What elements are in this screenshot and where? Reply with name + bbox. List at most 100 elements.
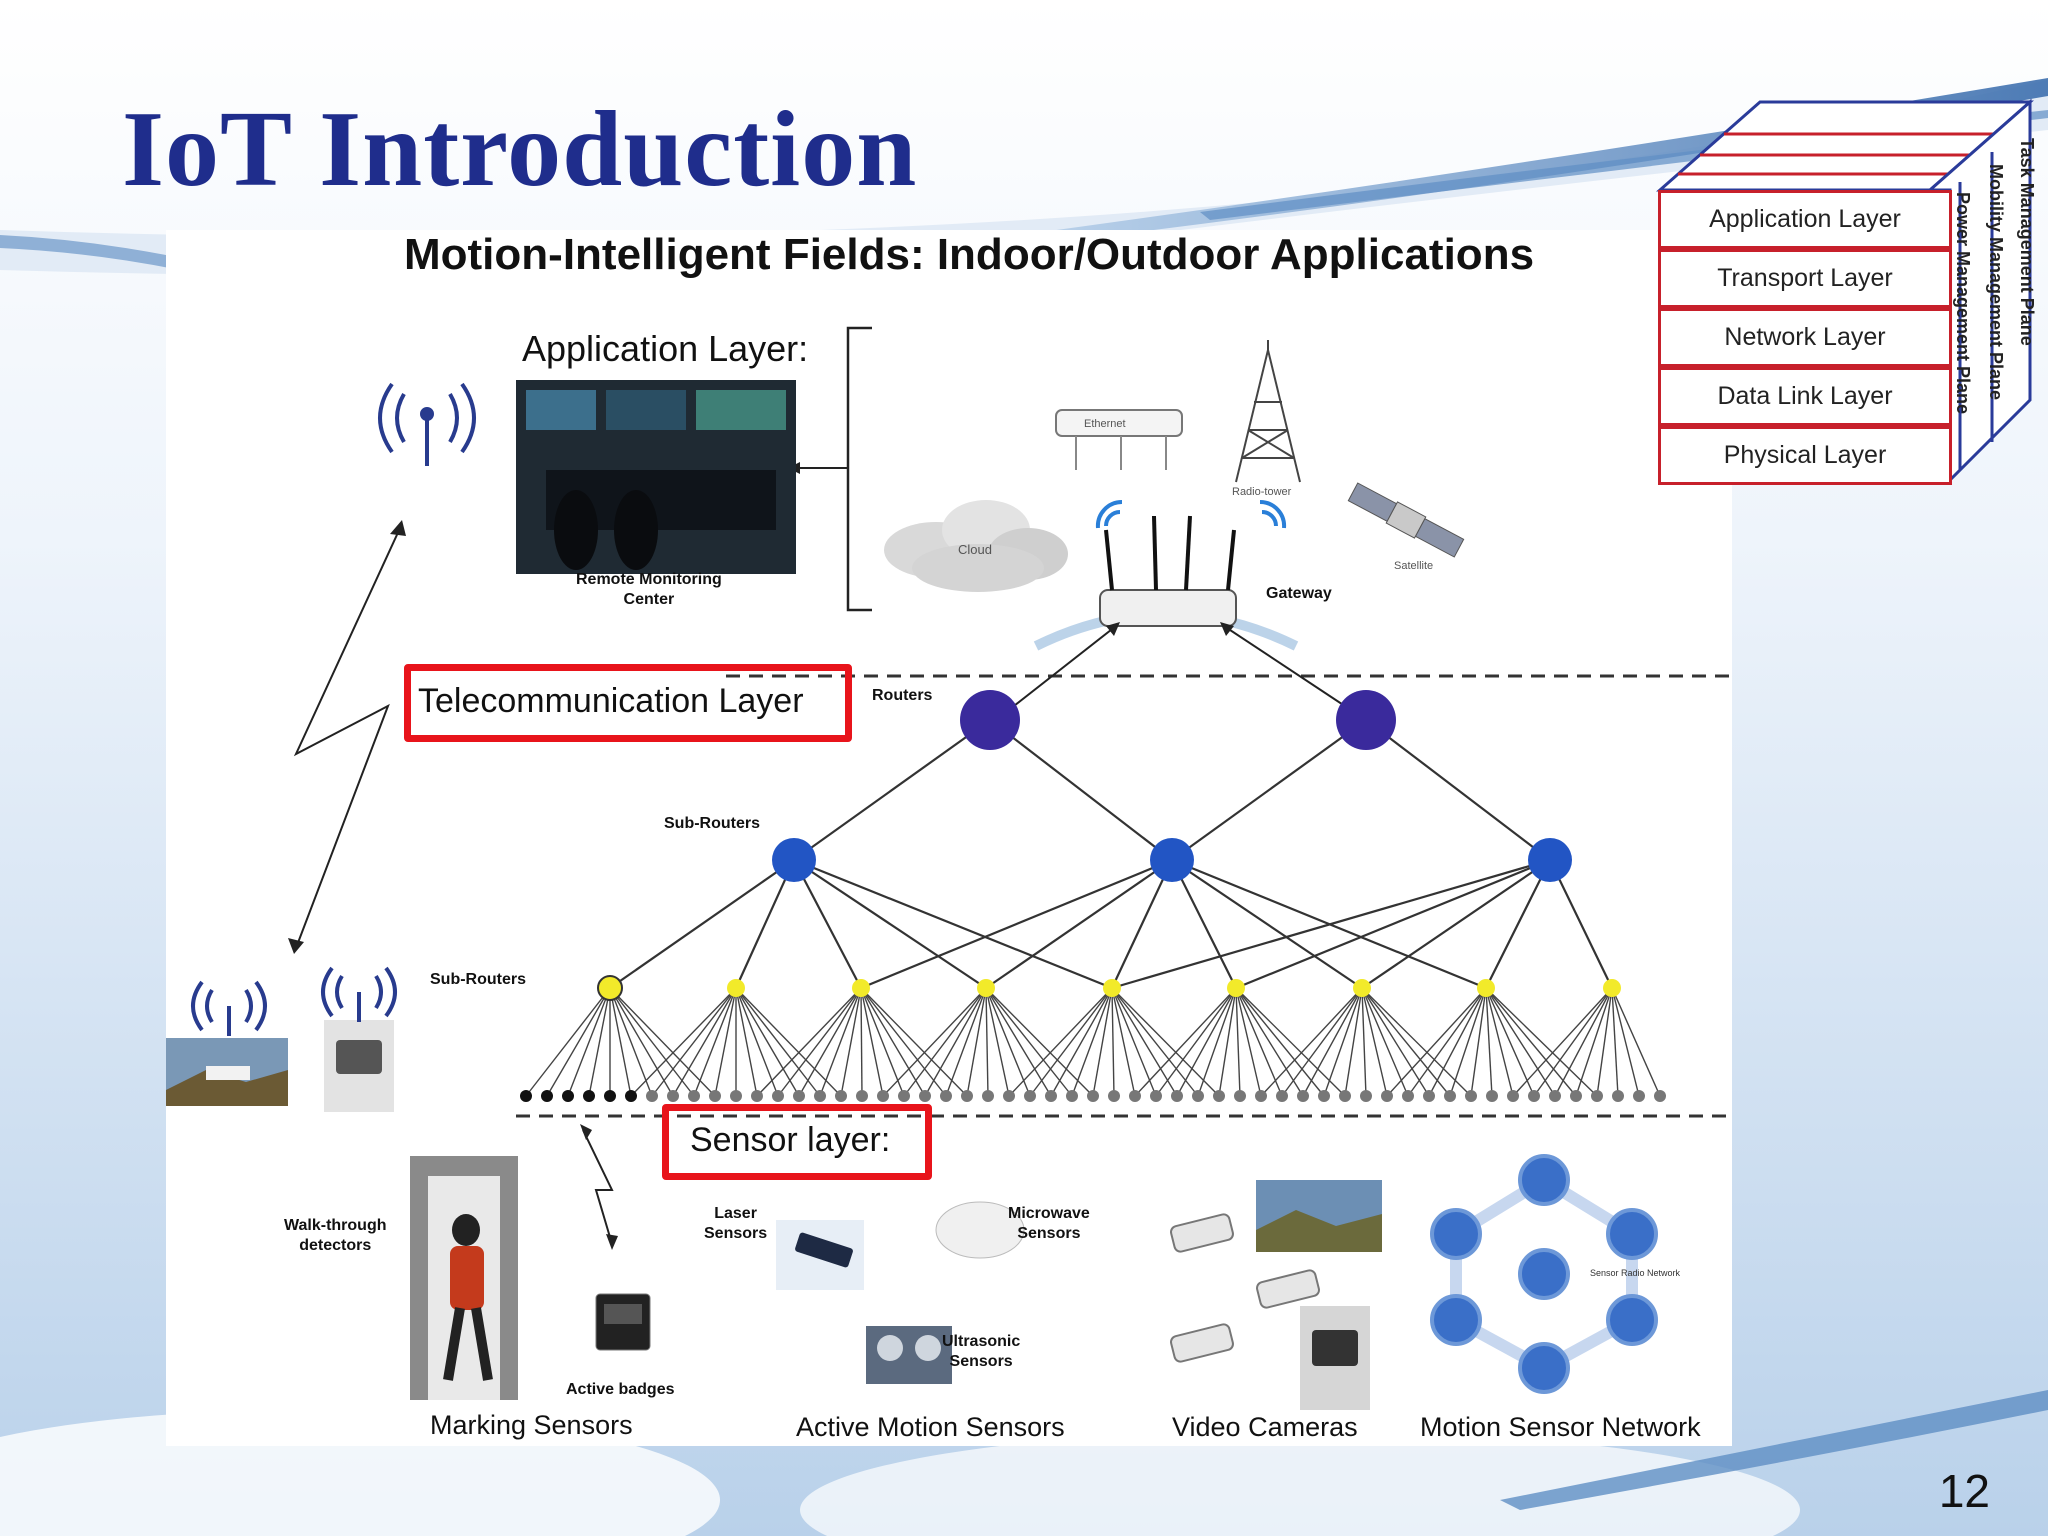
sensor-link — [966, 987, 987, 1097]
sensor-link — [1611, 987, 1661, 1097]
diagram-panel: Motion-Intelligent Fields: Indoor/Outdoo… — [166, 230, 1732, 1446]
plane-power-management: Power Management Plane — [1953, 192, 1973, 415]
sensor-node — [814, 1090, 826, 1102]
sensor-link — [735, 987, 821, 1097]
sensor-link — [1407, 987, 1487, 1097]
remote-monitoring-label: Remote Monitoring Center — [576, 571, 722, 608]
sensor-node — [751, 1090, 763, 1102]
sensor-link — [1485, 987, 1577, 1097]
sensor-link — [1470, 987, 1487, 1097]
sensor-link — [1111, 987, 1136, 1097]
walk-through-detector-icon — [410, 1156, 518, 1400]
sensor-link — [924, 987, 987, 1097]
stack-layer-application: Application Layer — [1658, 190, 1952, 249]
sensor-node — [940, 1090, 952, 1102]
sensor-link — [1361, 987, 1367, 1097]
sensor-link — [735, 987, 800, 1097]
sensor-link — [1361, 987, 1430, 1097]
sub-router-node — [1353, 979, 1371, 997]
sensor-link — [945, 987, 987, 1097]
motion-sensor-network-graph — [1430, 1154, 1658, 1394]
router-icon — [1033, 515, 1299, 651]
sensor-link — [1386, 987, 1487, 1097]
active-badges-label: Active badges — [566, 1381, 675, 1398]
sensor-link — [1485, 987, 1514, 1097]
gateway-label: Gateway — [1266, 585, 1332, 602]
sensor-link — [860, 987, 947, 1097]
sensor-link — [1281, 987, 1363, 1097]
diagram-heading: Motion-Intelligent Fields: Indoor/Outdoo… — [404, 230, 1535, 279]
sensor-node — [541, 1090, 553, 1102]
sensor-node — [1003, 1090, 1015, 1102]
plane-task-management: Task Management Plane — [2017, 138, 2037, 346]
slide-title: IoT Introduction — [122, 90, 918, 209]
sensor-node — [1444, 1090, 1456, 1102]
sensor-link — [1235, 987, 1325, 1097]
sensor-link — [567, 987, 611, 1097]
sensor-node — [1591, 1090, 1603, 1102]
sensor-link — [1111, 987, 1157, 1097]
sensor-node — [1612, 1090, 1624, 1102]
satellite-icon — [1347, 482, 1465, 558]
sensor-link — [546, 987, 611, 1097]
sensor-link — [1235, 987, 1304, 1097]
sensor-link — [1485, 987, 1598, 1097]
sensor-link — [609, 987, 716, 1097]
sensor-link — [1111, 987, 1178, 1097]
sensor-link — [1596, 987, 1613, 1097]
sensor-node — [730, 1090, 742, 1102]
plane-mobility-management: Mobility Management Plane — [1986, 164, 2006, 401]
stack-layer-data-link: Data Link Layer — [1658, 367, 1952, 426]
stack-layer-transport: Transport Layer — [1658, 249, 1952, 308]
network-diagram-graphics — [166, 326, 1732, 1410]
sensor-link — [840, 987, 862, 1097]
sensor-link — [1302, 987, 1363, 1097]
sensor-link — [1218, 987, 1237, 1097]
application-layer-label: Application Layer: — [522, 328, 809, 369]
sensor-node — [1528, 1090, 1540, 1102]
sensor-link — [1512, 987, 1613, 1097]
sensor-link — [1485, 987, 1493, 1097]
sensor-link — [630, 987, 737, 1097]
sensor-link — [1134, 987, 1237, 1097]
walk-through-detectors-label: Walk-through detectors — [284, 1217, 387, 1254]
sensor-link — [1029, 987, 1113, 1097]
sensor-node — [1234, 1090, 1246, 1102]
sensor-link — [1361, 987, 1472, 1097]
sensor-link — [903, 987, 987, 1097]
sub-router-node — [852, 979, 870, 997]
satellite-label: Satellite — [1394, 560, 1434, 572]
sub-router-node — [1103, 979, 1121, 997]
sub-router-node — [1603, 979, 1621, 997]
sensor-link — [588, 987, 611, 1097]
sensor-node — [1150, 1090, 1162, 1102]
sensor-link — [651, 987, 737, 1097]
stack-layer-physical: Physical Layer — [1658, 426, 1952, 485]
sensor-node — [1507, 1090, 1519, 1102]
sensor-link — [1449, 987, 1487, 1097]
sensor-node — [835, 1090, 847, 1102]
sub-router-node — [1477, 979, 1495, 997]
sensor-node — [1549, 1090, 1561, 1102]
sub-router-node — [977, 979, 995, 997]
sensor-link — [609, 987, 653, 1097]
sensor-link — [609, 987, 632, 1097]
sensor-link — [860, 987, 926, 1097]
sensor-node — [1297, 1090, 1309, 1102]
sensor-link — [1361, 987, 1451, 1097]
sensor-link — [985, 987, 989, 1097]
sensor-node — [1465, 1090, 1477, 1102]
telecommunication-layer-highlight — [404, 664, 852, 742]
sensor-link — [1361, 987, 1409, 1097]
sensor-link — [1235, 987, 1346, 1097]
sensor-link — [1176, 987, 1237, 1097]
sensor-link — [609, 987, 674, 1097]
sensor-link — [985, 987, 1010, 1097]
sensor-node — [667, 1090, 679, 1102]
sensor-node — [1255, 1090, 1267, 1102]
sensor-node — [919, 1090, 931, 1102]
sensor-link — [798, 987, 862, 1097]
caption-active-motion-sensors: Active Motion Sensors — [796, 1412, 1065, 1442]
sensor-link — [1344, 987, 1363, 1097]
